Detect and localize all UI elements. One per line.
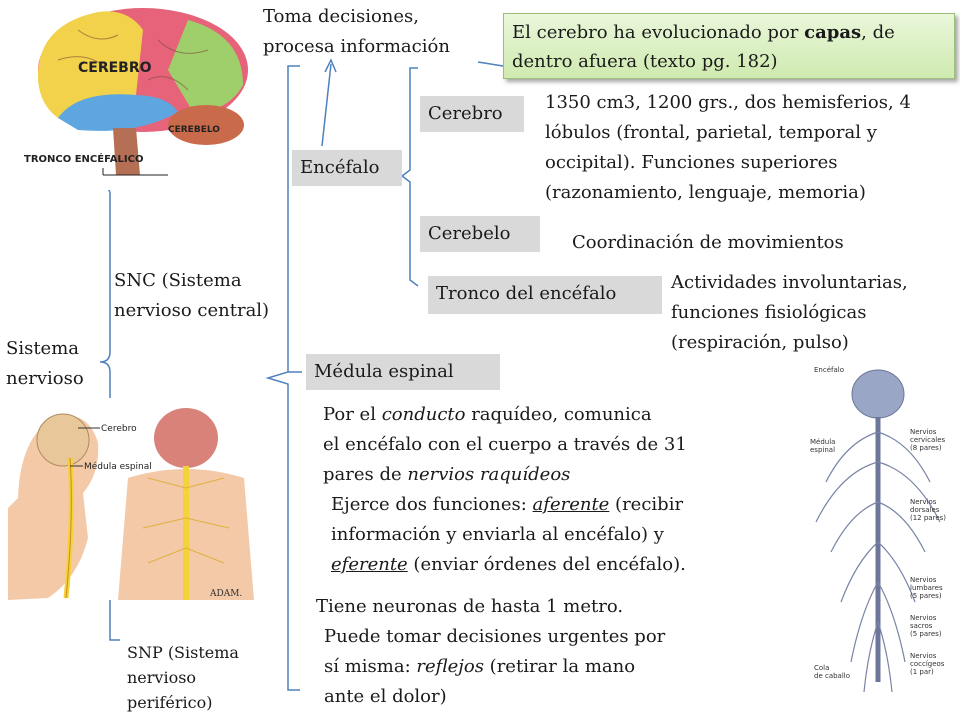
encefalo-box: Encéfalo [292, 150, 402, 186]
spine-label-coccigeos-1: Nervios [910, 652, 937, 660]
medula-p1-text-b: raquídeo, comunica [465, 404, 652, 425]
medula-p2-aferente: aferente [532, 494, 610, 515]
medula-p3-text-a: sí misma: [324, 656, 417, 677]
medula-p2-text-b: (recibir [609, 494, 684, 515]
medula-p1-text-c: pares de [323, 464, 408, 485]
body-label-medula: Médula espinal [84, 461, 152, 472]
body-label-cerebro: Cerebro [101, 424, 137, 434]
medula-p1-line2: el encéfalo con el cuerpo a través de 31 [323, 434, 687, 455]
spine-label-lumbares-3: (5 pares) [910, 592, 942, 600]
medula-p3-line1: Tiene neuronas de hasta 1 metro. [316, 596, 624, 617]
snp-line1: SNP (Sistema [127, 643, 239, 662]
spine-label-medula-1: Médula [810, 438, 835, 446]
brain-label-tronco: TRONCO ENCÉFALICO [24, 152, 143, 165]
top-note-line2: procesa información [263, 36, 450, 57]
encefalo-arrow [321, 63, 332, 147]
medula-p3-line4: ante el dolor) [324, 686, 447, 707]
spinal-nerves-image: Encéfalo Médula espinal Nervios cervical… [806, 362, 950, 700]
cerebro-box: Cerebro [420, 96, 524, 132]
tronco-box: Tronco del encéfalo [428, 276, 662, 314]
tronco-desc-line3: (respiración, pulso) [671, 332, 849, 353]
snp-line2: nervioso [127, 668, 197, 687]
spine-label-coccigeos-2: coccígeos [910, 660, 945, 668]
callout-text-a: El cerebro ha evolucionado por [512, 22, 805, 43]
medula-paragraph-2: Ejerce dos funciones: aferente (recibir … [331, 490, 686, 580]
medula-p3-text-b: (retirar la mano [483, 656, 636, 677]
snc-label: SNC (Sistema nervioso central) [114, 266, 269, 326]
root-brace [99, 192, 111, 562]
root-line1: Sistema [6, 338, 80, 359]
top-note-line1: Toma decisiones, [263, 6, 420, 27]
spine-label-cervicales-3: (8 pares) [910, 444, 942, 452]
spine-label-dorsales-1: Nervios [910, 498, 937, 506]
adam-credit: ADAM. [209, 589, 242, 599]
medula-p2-eferente: eferente [331, 554, 408, 575]
spine-label-medula-2: espinal [810, 446, 835, 454]
encefalo-brace [400, 67, 419, 287]
cerebelo-box: Cerebelo [420, 216, 540, 252]
cerebelo-description: Coordinación de movimientos [572, 232, 844, 253]
spine-label-sacros-2: sacros [910, 622, 933, 630]
callout-line2: dentro afuera (texto pg. 182) [512, 51, 778, 72]
body-nervous-system-image: Cerebro Médula espinal ADAM. [8, 398, 256, 600]
spine-label-lumbares-1: Nervios [910, 576, 937, 584]
medula-p1-italic-a: conducto [381, 404, 466, 425]
cerebro-desc-line3: occipital). Funciones superiores [545, 152, 838, 173]
spine-label-coccigeos-3: (1 par) [910, 668, 934, 676]
spine-label-sacros-3: (5 pares) [910, 630, 942, 638]
snp-label: SNP (Sistema nervioso periférico) [127, 640, 239, 715]
note-to-callout-line [477, 61, 504, 67]
root-sistema-nervioso: Sistema nervioso [6, 334, 84, 394]
cerebro-desc-line1: 1350 cm3, 1200 grs., dos hemisferios, 4 [545, 92, 911, 113]
medula-box: Médula espinal [306, 354, 500, 390]
snc-line2: nervioso central) [114, 300, 270, 321]
snc-line1: SNC (Sistema [114, 270, 242, 291]
tronco-description: Actividades involuntarias, funciones fis… [671, 268, 908, 358]
spine-label-sacros-1: Nervios [910, 614, 937, 622]
spine-label-cervicales-2: cervicales [910, 436, 946, 444]
callout-text-b: , de [861, 22, 895, 43]
spine-label-dorsales-3: (12 pares) [910, 514, 946, 522]
snp-stem [109, 600, 120, 641]
spine-label-cervicales-1: Nervios [910, 428, 937, 436]
snc-brace [265, 65, 300, 691]
spine-label-cola-2: de caballo [814, 672, 850, 680]
brain-image: CEREBRO CEREBELO TRONCO ENCÉFALICO [18, 0, 260, 190]
cerebro-desc-line2: lóbulos (frontal, parietal, temporal y [545, 122, 877, 143]
cerebro-description: 1350 cm3, 1200 grs., dos hemisferios, 4 … [545, 88, 911, 208]
brain-label-cerebro: CEREBRO [78, 60, 152, 76]
callout-bold: capas [804, 22, 862, 43]
medula-p2-text-c: (enviar órdenes del encéfalo). [407, 554, 686, 575]
medula-p2-line2: información y enviarla al encéfalo) y [331, 524, 664, 545]
tronco-desc-line1: Actividades involuntarias, [671, 272, 908, 293]
spine-label-cola-1: Cola [814, 664, 829, 672]
medula-p1-italic-b: nervios raquídeos [407, 464, 571, 485]
top-note: Toma decisiones, procesa información [263, 2, 450, 62]
cerebro-desc-line4: (razonamiento, lenguaje, memoria) [545, 182, 866, 203]
root-line2: nervioso [6, 368, 84, 389]
medula-p1-text-a: Por el [323, 404, 382, 425]
brain-label-cerebelo: CEREBELO [168, 125, 220, 135]
medula-paragraph-1: Por el conducto raquídeo, comunica el en… [323, 400, 687, 490]
spine-label-encefalo: Encéfalo [814, 366, 844, 374]
spine-label-lumbares-2: lumbares [910, 584, 943, 592]
spine-label-dorsales-2: dorsales [910, 506, 940, 514]
callout-evolution: El cerebro ha evolucionado por capas, de… [503, 13, 955, 79]
snp-line3: periférico) [127, 693, 213, 712]
medula-paragraph-3: Tiene neuronas de hasta 1 metro. Puede t… [316, 592, 665, 712]
medula-p3-line2: Puede tomar decisiones urgentes por [324, 626, 666, 647]
medula-p3-italic: reflejos [416, 656, 484, 677]
tronco-desc-line2: funciones fisiológicas [671, 302, 867, 323]
medula-p2-text-a: Ejerce dos funciones: [331, 494, 533, 515]
